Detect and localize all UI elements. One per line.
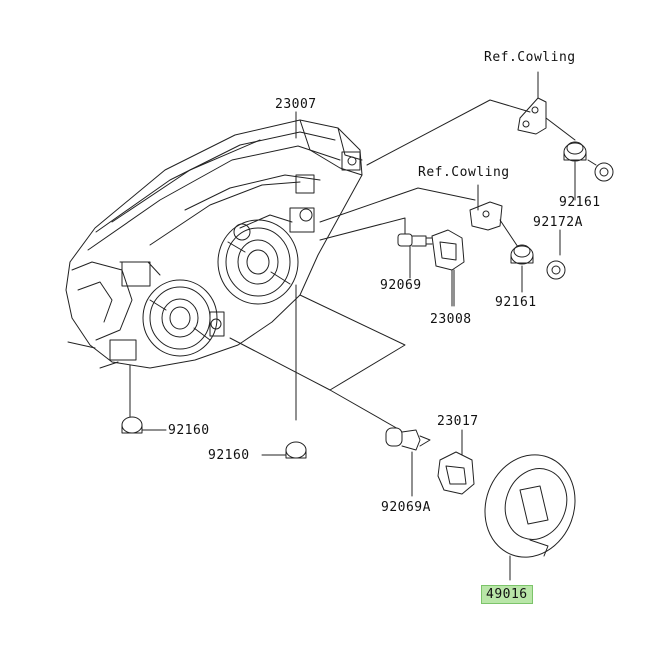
housing-leaders: [67, 99, 531, 431]
grommet-92161-top: [563, 141, 587, 201]
grommet-92161-mid: [510, 244, 534, 293]
label-part-92160-center[interactable]: 92160: [208, 448, 250, 463]
label-part-92172A[interactable]: 92172A: [533, 215, 583, 230]
socket-23017: [437, 429, 475, 495]
ref-cowling-top-bracket: [517, 71, 576, 141]
grommet-92160-center: [261, 441, 307, 459]
bulb-92069A: [385, 427, 431, 497]
label-part-92161-mid[interactable]: 92161: [495, 295, 537, 310]
label-part-92160-left[interactable]: 92160: [168, 423, 210, 438]
label-part-23008[interactable]: 23008: [430, 312, 472, 327]
label-part-92161-top[interactable]: 92161: [559, 195, 601, 210]
bulb-92069: [397, 233, 433, 279]
headlight-housing: [65, 119, 363, 369]
label-ref-cowling-mid[interactable]: Ref.Cowling: [418, 165, 510, 180]
screw-92172A-top: [587, 159, 614, 182]
label-part-23017[interactable]: 23017: [437, 414, 479, 429]
label-ref-cowling-top[interactable]: Ref.Cowling: [484, 50, 576, 65]
ref-cowling-mid-bracket: [469, 184, 521, 251]
grommet-92160-left: [121, 416, 167, 434]
label-part-49016-highlighted[interactable]: 49016: [481, 585, 533, 604]
screw-92172A-mid: [546, 229, 566, 280]
label-part-92069A[interactable]: 92069A: [381, 500, 431, 515]
dust-cover-49016: [484, 454, 576, 581]
label-part-23007[interactable]: 23007: [275, 97, 317, 112]
socket-23008: [431, 229, 465, 307]
label-part-92069[interactable]: 92069: [380, 278, 422, 293]
